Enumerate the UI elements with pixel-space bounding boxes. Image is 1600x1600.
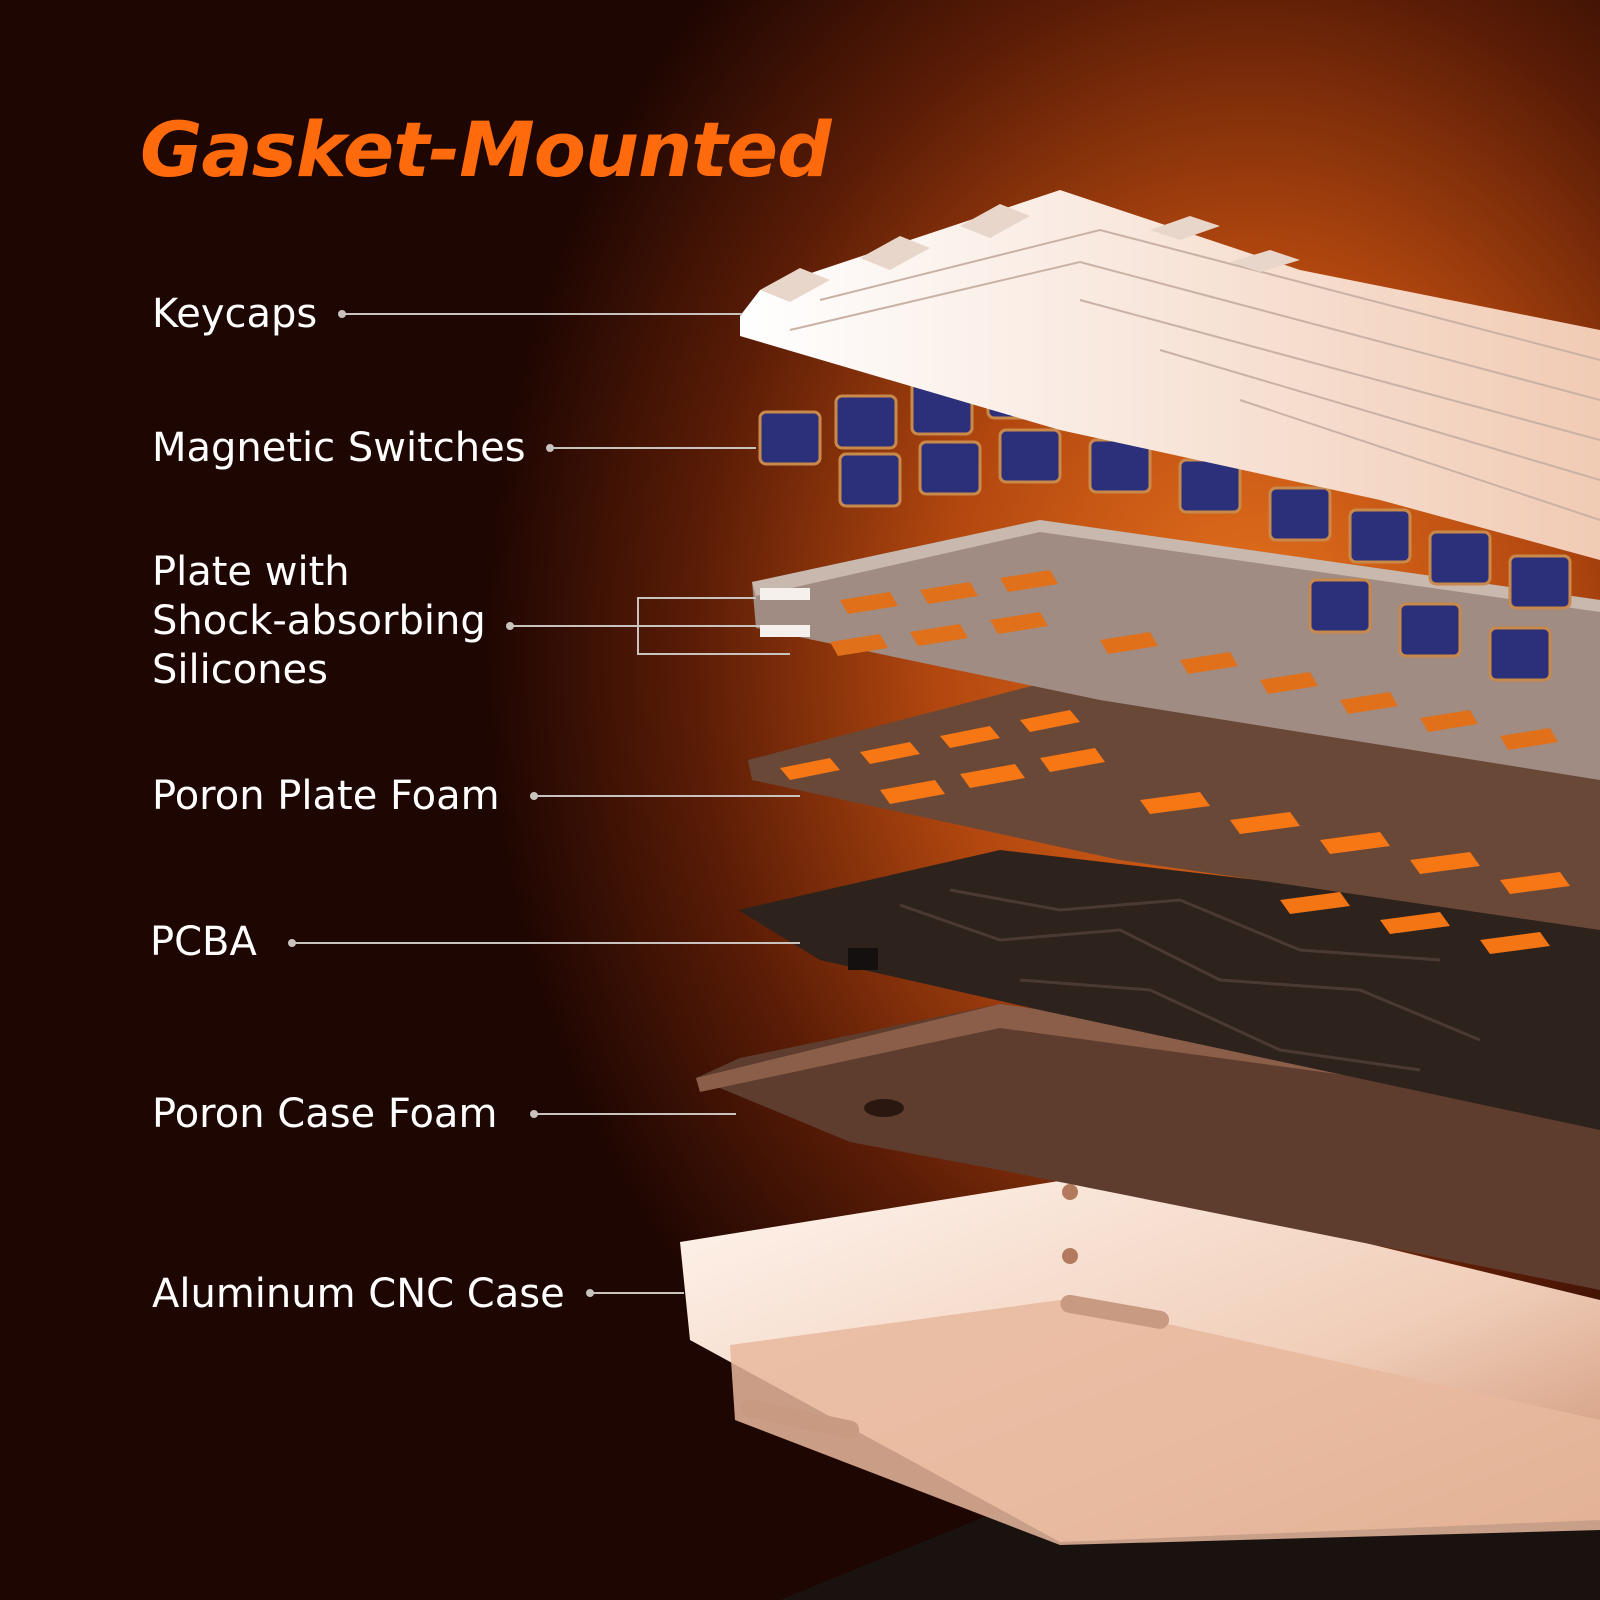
plate-layer xyxy=(752,520,1600,780)
label-poron-plate-foam: Poron Plate Foam xyxy=(152,773,500,819)
label-magnetic-switches: Magnetic Switches xyxy=(152,425,526,471)
silicone-pad xyxy=(760,588,810,600)
page-title: Gasket-Mounted xyxy=(140,105,831,194)
label-poron-case-foam: Poron Case Foam xyxy=(152,1091,498,1137)
case-layer xyxy=(680,1176,1600,1545)
label-pcba: PCBA xyxy=(150,919,257,965)
leader-lines xyxy=(288,310,800,1297)
label-keycaps: Keycaps xyxy=(152,291,318,337)
label-aluminum-case: Aluminum CNC Case xyxy=(152,1271,565,1317)
silicone-pad xyxy=(760,625,810,637)
keycaps-layer xyxy=(740,190,1600,560)
label-plate: Plate with Shock-absorbing Silicones xyxy=(152,549,486,693)
